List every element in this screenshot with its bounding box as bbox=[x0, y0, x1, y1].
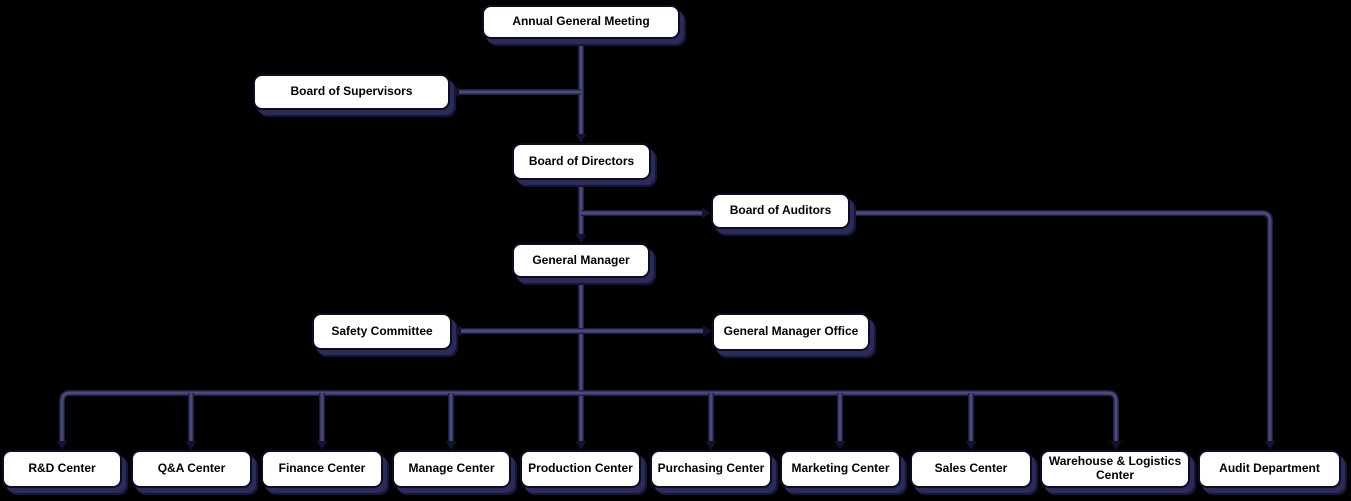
node-label: R&D Center bbox=[28, 461, 96, 476]
arrowhead-icon bbox=[56, 441, 68, 450]
node-label: Safety Committee bbox=[331, 323, 433, 338]
board-of-auditors: Board of Auditors bbox=[711, 193, 850, 229]
edge-drop-finance-center bbox=[316, 393, 328, 450]
edge-branch-to-general-manager-office bbox=[581, 325, 712, 337]
qa-center: Q&A Center bbox=[131, 450, 252, 488]
node-label: Production Center bbox=[528, 461, 633, 476]
node-label: Manage Center bbox=[408, 461, 495, 476]
arrowhead-icon bbox=[575, 134, 587, 143]
edge-annual-general-meeting-to-board-of-directors bbox=[575, 39, 587, 143]
board-of-directors: Board of Directors bbox=[512, 143, 651, 180]
edge-drop-marketing-center bbox=[834, 393, 846, 450]
edge-branch-to-board-of-auditors bbox=[581, 207, 711, 219]
node-label: General Manager Office bbox=[723, 324, 859, 339]
arrowhead-icon bbox=[705, 441, 717, 450]
arrowhead-icon bbox=[703, 325, 712, 337]
arrowhead-icon bbox=[316, 441, 328, 450]
edge-drop-rd-center bbox=[56, 403, 68, 450]
purchasing-center: Purchasing Center bbox=[650, 450, 772, 488]
edge-branch-to-safety-committee bbox=[452, 325, 581, 337]
edge-distribution-line bbox=[59, 390, 1119, 443]
node-label: Purchasing Center bbox=[657, 461, 765, 476]
arrowhead-icon bbox=[1110, 441, 1122, 450]
warehouse-logistics-center: Warehouse & Logistics Center bbox=[1040, 450, 1190, 488]
edge-branch-to-board-of-supervisors bbox=[450, 86, 581, 98]
edge-drop-manage-center bbox=[445, 393, 457, 450]
node-label: Board of Supervisors bbox=[290, 84, 413, 99]
finance-center: Finance Center bbox=[261, 450, 383, 488]
arrowhead-icon bbox=[965, 441, 977, 450]
arrowhead-icon bbox=[1264, 441, 1276, 450]
arrowhead-icon bbox=[452, 325, 461, 337]
arrowhead-icon bbox=[450, 86, 459, 98]
arrowhead-icon bbox=[834, 441, 846, 450]
arrowhead-icon bbox=[185, 441, 197, 450]
edge-drop-purchasing-center bbox=[705, 393, 717, 450]
audit-department: Audit Department bbox=[1198, 450, 1341, 488]
node-label: Q&A Center bbox=[157, 461, 226, 476]
manage-center: Manage Center bbox=[392, 450, 511, 488]
edge-board-of-directors-to-general-manager bbox=[575, 180, 587, 243]
node-label: Board of Directors bbox=[528, 153, 635, 168]
node-label: Sales Center bbox=[934, 461, 1008, 476]
general-manager-office: General Manager Office bbox=[712, 313, 870, 351]
node-label: Finance Center bbox=[278, 461, 366, 476]
arrowhead-icon bbox=[445, 441, 457, 450]
production-center: Production Center bbox=[520, 450, 641, 488]
rd-center: R&D Center bbox=[2, 450, 122, 488]
node-label: General Manager bbox=[532, 252, 630, 267]
edge-board-of-auditors-to-audit-department bbox=[850, 210, 1276, 450]
arrowhead-icon bbox=[575, 234, 587, 243]
safety-committee: Safety Committee bbox=[312, 313, 452, 350]
node-label: Annual General Meeting bbox=[512, 14, 650, 29]
sales-center: Sales Center bbox=[910, 450, 1032, 488]
node-label: Warehouse & Logistics Center bbox=[1048, 454, 1182, 482]
board-of-supervisors: Board of Supervisors bbox=[253, 74, 450, 110]
node-label: Marketing Center bbox=[791, 461, 890, 476]
node-label: Board of Auditors bbox=[729, 203, 832, 218]
node-label: Audit Department bbox=[1219, 461, 1320, 476]
edge-drop-qa-center bbox=[185, 393, 197, 450]
edge-drop-warehouse-logistics-center bbox=[1110, 403, 1122, 450]
marketing-center: Marketing Center bbox=[780, 450, 901, 488]
arrowhead-icon bbox=[702, 207, 711, 219]
edge-general-manager-to-production-center bbox=[575, 278, 587, 450]
annual-general-meeting: Annual General Meeting bbox=[482, 5, 680, 39]
general-manager: General Manager bbox=[512, 243, 650, 278]
arrowhead-icon bbox=[575, 441, 587, 450]
edge-drop-sales-center bbox=[965, 393, 977, 450]
